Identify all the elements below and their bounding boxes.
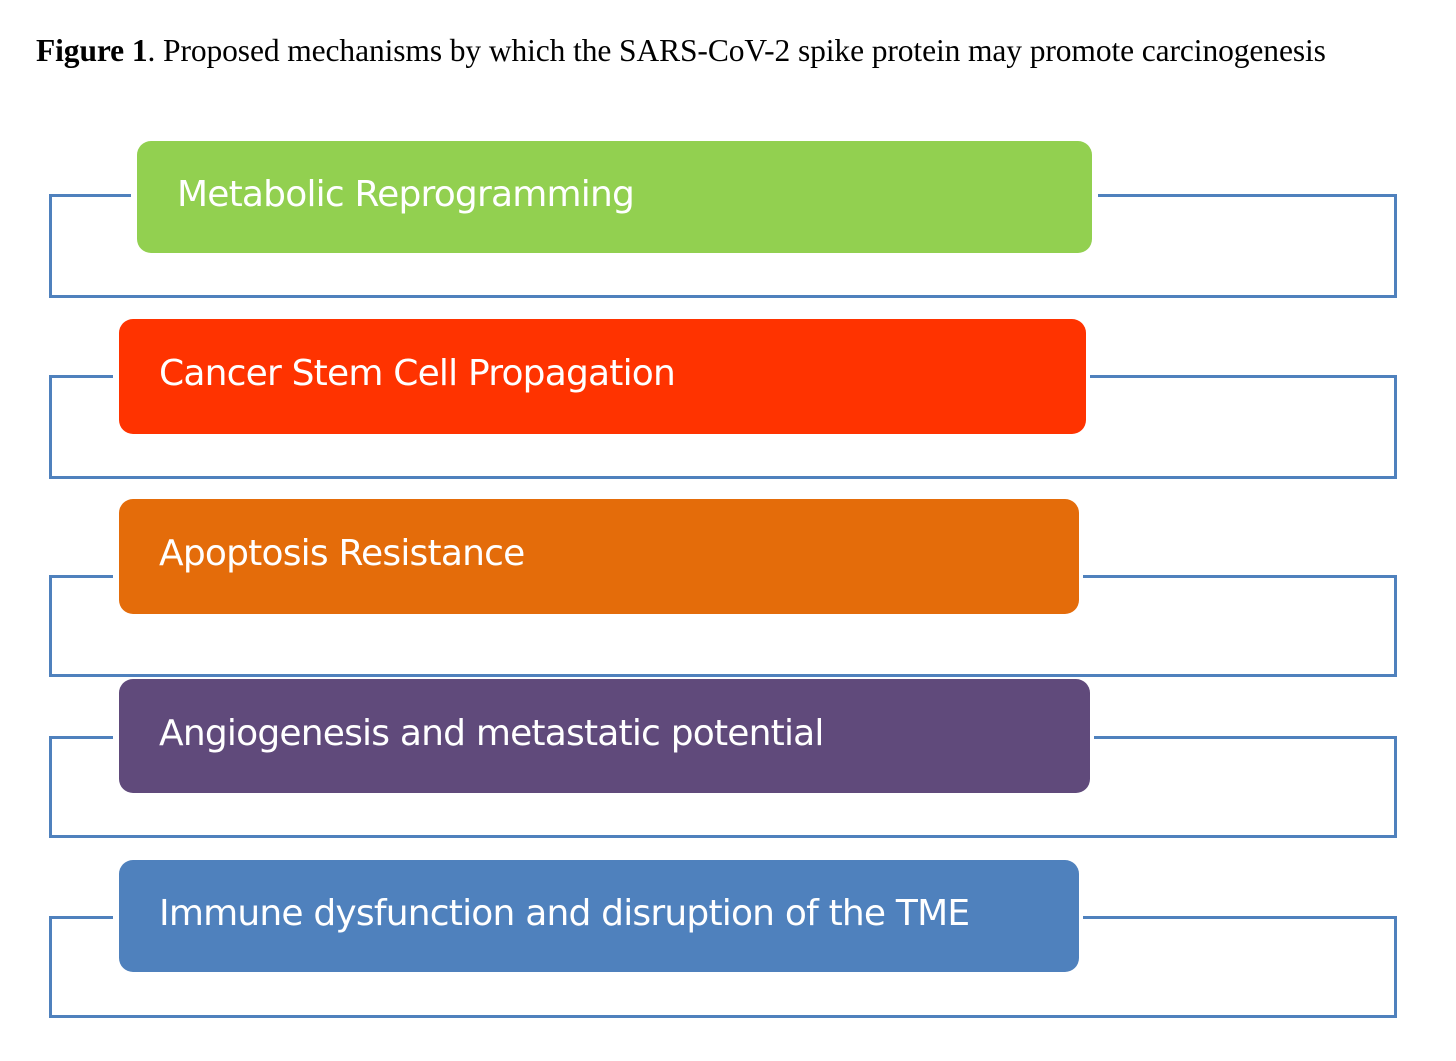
figure-label: Figure 1: [36, 33, 148, 68]
mechanism-label: Apoptosis Resistance: [159, 533, 525, 574]
mechanism-box-apoptosis-resistance: Apoptosis Resistance: [119, 499, 1079, 614]
mechanism-label: Metabolic Reprogramming: [177, 173, 635, 215]
mechanism-box-angiogenesis: Angiogenesis and metastatic potential: [119, 679, 1090, 793]
figure-caption-text: . Proposed mechanisms by which the SARS-…: [147, 33, 1326, 68]
mechanism-box-cancer-stem-cell-propagation: Cancer Stem Cell Propagation: [119, 319, 1086, 434]
mechanism-label: Angiogenesis and metastatic potential: [159, 712, 824, 754]
mechanism-label: Immune dysfunction and disruption of the…: [159, 892, 970, 934]
figure-caption: Figure 1. Proposed mechanisms by which t…: [36, 33, 1326, 69]
mechanism-label: Cancer Stem Cell Propagation: [159, 353, 676, 394]
mechanism-box-metabolic-reprogramming: Metabolic Reprogramming: [137, 141, 1092, 253]
mechanism-box-immune-dysfunction: Immune dysfunction and disruption of the…: [119, 860, 1079, 972]
